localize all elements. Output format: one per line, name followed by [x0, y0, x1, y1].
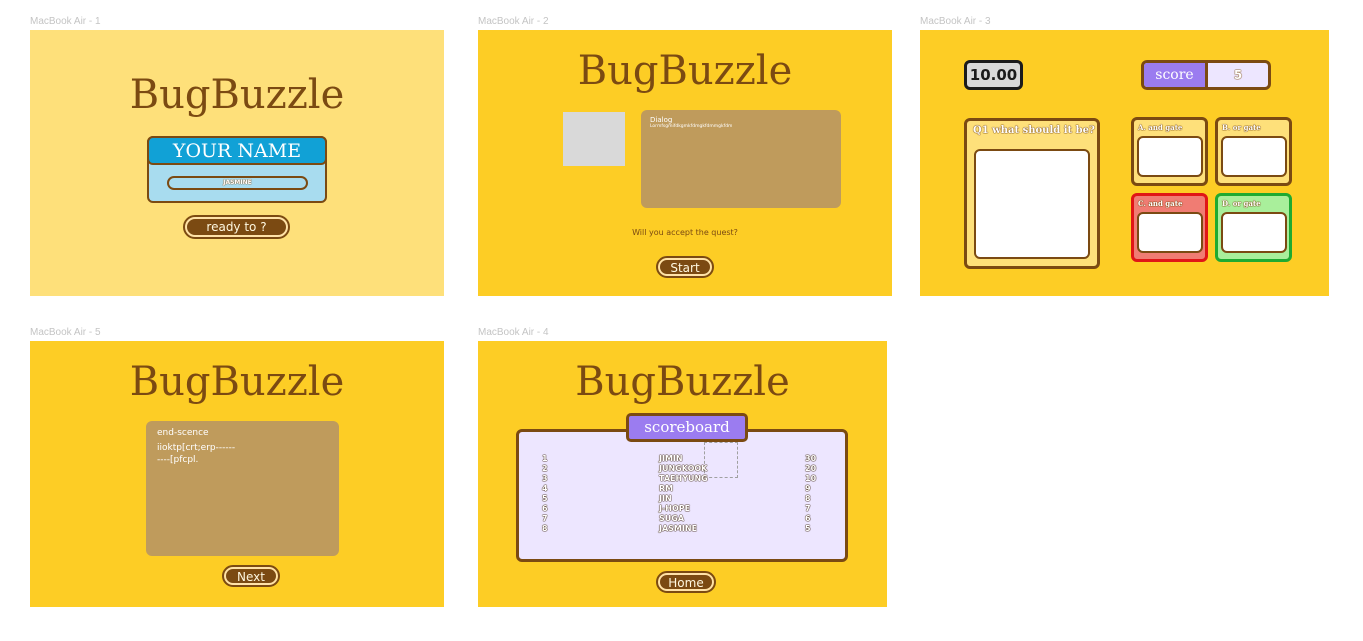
table-row: 7 SUGA 6 — [516, 514, 848, 524]
row-name: J-HOPE — [659, 504, 691, 513]
frame-end-scene: BugBuzzle end-scence iioktp[crt;erp-----… — [30, 341, 444, 607]
row-score: 10 — [805, 474, 817, 483]
row-rank: 5 — [542, 494, 548, 503]
option-a-label: A. and gate — [1138, 123, 1183, 132]
frame-name-entry: BugBuzzle YOUR NAME JASMINE ready to ? — [30, 30, 444, 296]
score-label: score — [1144, 63, 1208, 87]
option-d-area — [1221, 212, 1287, 253]
score-value: 5 — [1233, 68, 1243, 82]
question-text: Q1 what should it be? — [973, 125, 1095, 136]
row-rank: 7 — [542, 514, 548, 523]
frame-label-5: MacBook Air - 5 — [30, 327, 101, 338]
row-rank: 8 — [542, 524, 548, 533]
option-b-area — [1221, 136, 1287, 177]
start-button[interactable]: Start — [656, 256, 714, 278]
row-rank: 6 — [542, 504, 548, 513]
app-title: BugBuzzle — [575, 359, 790, 405]
row-rank: 3 — [542, 474, 548, 483]
table-row: 6 J-HOPE 7 — [516, 504, 848, 514]
ready-button[interactable]: ready to ? — [183, 215, 290, 239]
frame-scoreboard: BugBuzzle scoreboard 1 JIMIN 30 2 JUNGKO… — [478, 341, 887, 607]
frame-dialog: BugBuzzle Dialog Lormfsgmifdkgmkfdmgkfdm… — [478, 30, 892, 296]
name-card-header: YOUR NAME — [147, 136, 327, 165]
question-area — [974, 149, 1090, 259]
row-rank: 1 — [542, 454, 548, 463]
row-name: JIMIN — [659, 454, 683, 463]
question-card: Q1 what should it be? — [964, 118, 1100, 269]
row-score: 7 — [805, 504, 811, 513]
table-row: 3 TAEHYUNG 10 — [516, 474, 848, 484]
option-d-label: D. or gate — [1222, 199, 1261, 208]
dialog-title: Dialog — [650, 116, 673, 124]
end-scene-text-2: ----[pfcpl. — [157, 455, 199, 465]
option-c-label: C. and gate — [1138, 199, 1183, 208]
name-card: YOUR NAME JASMINE — [147, 136, 327, 203]
app-title: BugBuzzle — [577, 48, 793, 94]
option-c-area — [1137, 212, 1203, 253]
option-b-label: B. or gate — [1222, 123, 1261, 132]
end-scene-text-1: iioktp[crt;erp------ — [157, 443, 236, 453]
row-score: 6 — [805, 514, 811, 523]
row-name: RM — [659, 484, 674, 493]
app-title: BugBuzzle — [129, 72, 345, 118]
option-c[interactable]: C. and gate — [1131, 193, 1208, 262]
home-button[interactable]: Home — [656, 571, 716, 593]
row-score: 9 — [805, 484, 811, 493]
row-score: 30 — [805, 454, 817, 463]
table-row: 4 RM 9 — [516, 484, 848, 494]
row-name: SUGA — [659, 514, 685, 523]
quest-prompt: Will you accept the quest? — [632, 228, 738, 237]
row-name: JASMINE — [659, 524, 698, 533]
row-score: 20 — [805, 464, 817, 473]
app-title: BugBuzzle — [129, 359, 345, 405]
table-row: 2 JUNGKOOK 20 — [516, 464, 848, 474]
row-rank: 2 — [542, 464, 548, 473]
end-scene-box: end-scence iioktp[crt;erp------ ----[pfc… — [146, 421, 339, 556]
frame-label-4: MacBook Air - 4 — [478, 327, 549, 338]
score-display: score 5 — [1141, 60, 1271, 90]
frame-quiz: 10.00 score 5 Q1 what should it be? A. a… — [920, 30, 1329, 296]
option-a-area — [1137, 136, 1203, 177]
name-input[interactable]: JASMINE — [167, 176, 308, 190]
dialog-box: Dialog Lormfsgmifdkgmkfdmgkfdmmgkfdm — [641, 110, 841, 208]
frame-label-1: MacBook Air - 1 — [30, 16, 101, 27]
frame-label-2: MacBook Air - 2 — [478, 16, 549, 27]
row-name: JUNGKOOK — [659, 464, 708, 473]
option-a[interactable]: A. and gate — [1131, 117, 1208, 186]
row-score: 5 — [805, 524, 811, 533]
table-row: 5 JIN 8 — [516, 494, 848, 504]
character-image — [563, 112, 625, 166]
option-b[interactable]: B. or gate — [1215, 117, 1292, 186]
end-scene-title: end-scence — [157, 428, 209, 438]
dialog-text: Lormfsgmifdkgmkfdmgkfdmmgkfdm — [650, 124, 733, 129]
next-button[interactable]: Next — [222, 565, 280, 587]
timer-display: 10.00 — [964, 60, 1023, 90]
row-score: 8 — [805, 494, 811, 503]
table-row: 1 JIMIN 30 — [516, 454, 848, 464]
row-name: JIN — [659, 494, 672, 503]
row-name: TAEHYUNG — [659, 474, 708, 483]
option-d[interactable]: D. or gate — [1215, 193, 1292, 262]
row-rank: 4 — [542, 484, 548, 493]
frame-label-3: MacBook Air - 3 — [920, 16, 991, 27]
table-row: 8 JASMINE 5 — [516, 524, 848, 534]
selection-outline — [704, 442, 738, 478]
scoreboard-title: scoreboard — [626, 413, 748, 442]
